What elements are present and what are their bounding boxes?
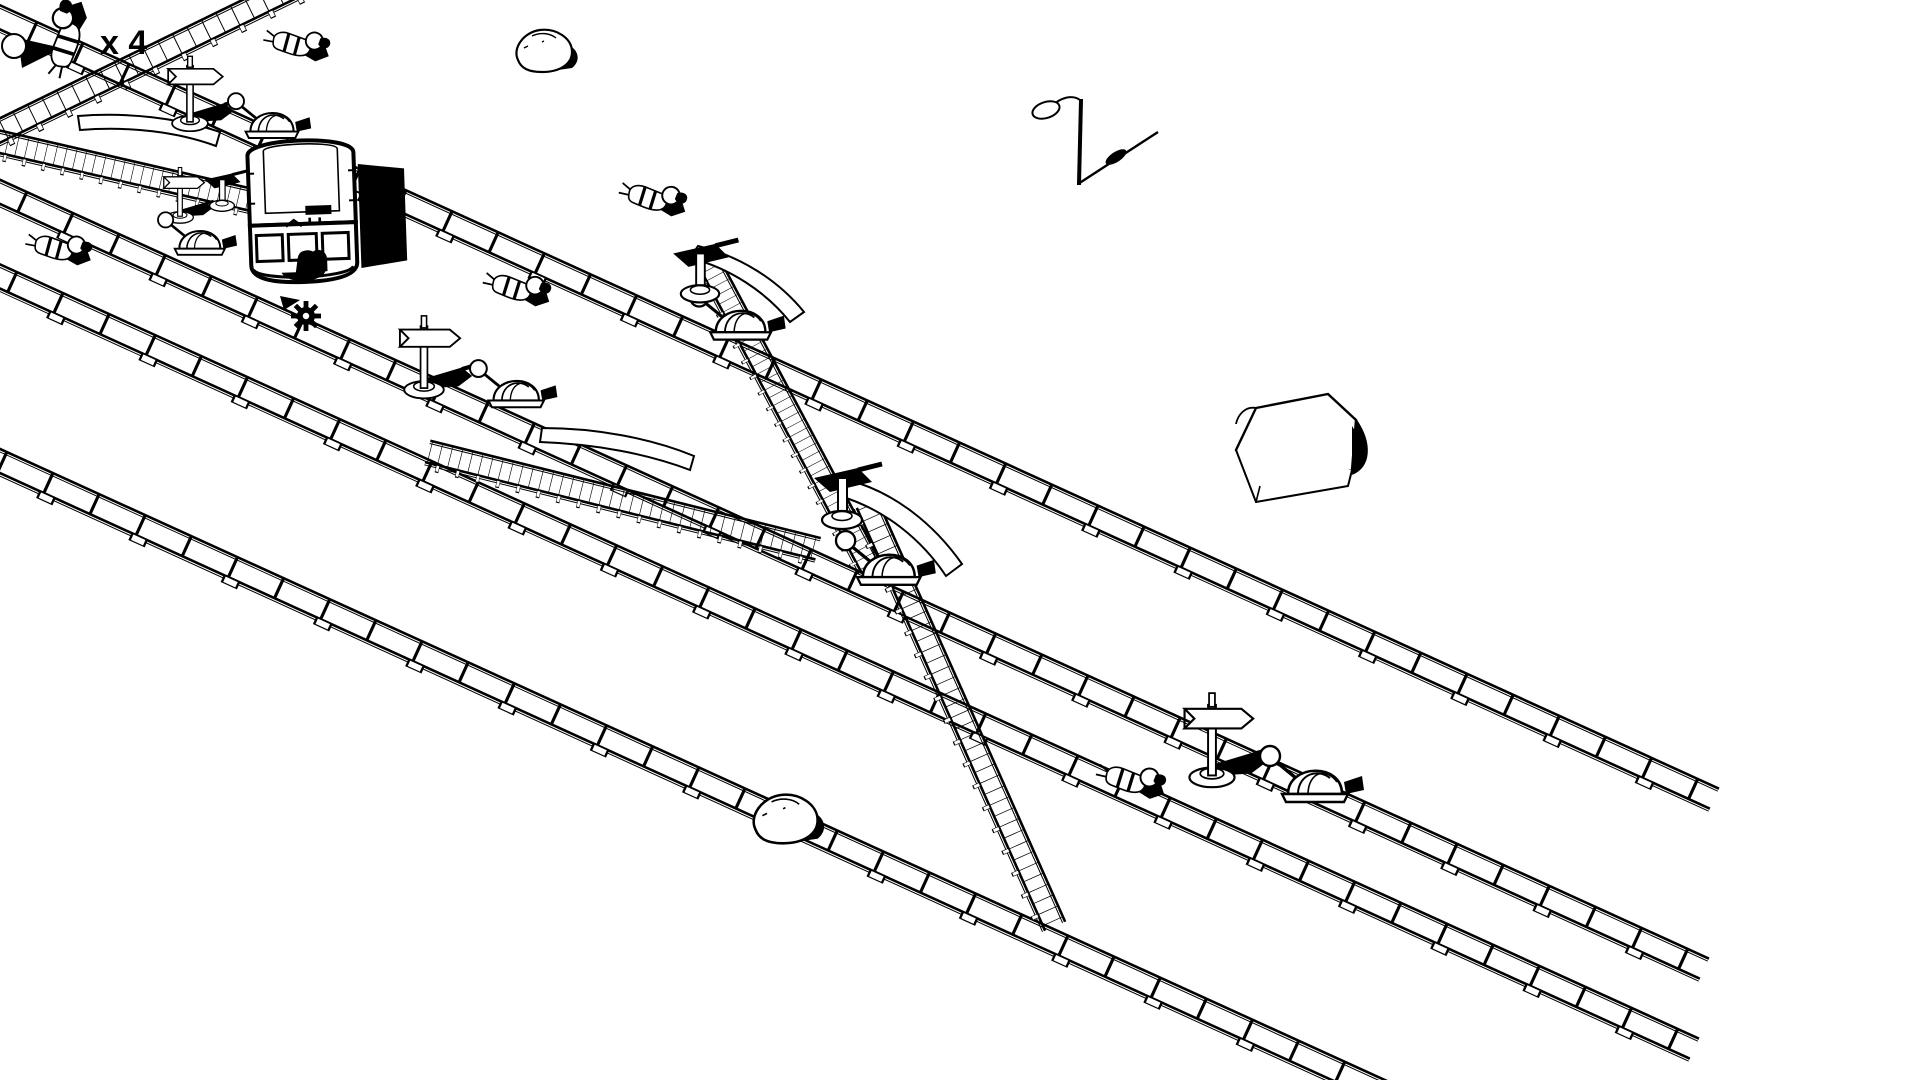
- trolley-vehicle[interactable]: [247, 137, 408, 284]
- tunnel-portal-icon: [1234, 392, 1369, 504]
- person-tied-icon: [615, 167, 694, 224]
- switch-lever-icon[interactable]: [156, 210, 239, 257]
- signal-post-icon[interactable]: [400, 316, 474, 399]
- person-tied-icon: [260, 14, 337, 69]
- switch-stand-icon[interactable]: [203, 169, 249, 213]
- street-lamp-icon: [1029, 95, 1160, 186]
- person-tied-icon: [22, 218, 99, 273]
- rock-icon: [515, 28, 579, 74]
- track-lower-main: [0, 225, 1699, 1065]
- arrow-marker-icon: [280, 296, 300, 310]
- victim-count-label: x 4: [100, 24, 148, 62]
- signal-post-icon[interactable]: [166, 54, 238, 134]
- marker-knob-icon: [1, 33, 27, 59]
- arrow-marker-icon: [18, 38, 62, 68]
- gear-icon: [291, 301, 321, 331]
- scenery-layer: [1, 28, 1369, 845]
- switch-lever-icon[interactable]: [1258, 744, 1366, 804]
- rock-icon: [752, 793, 826, 845]
